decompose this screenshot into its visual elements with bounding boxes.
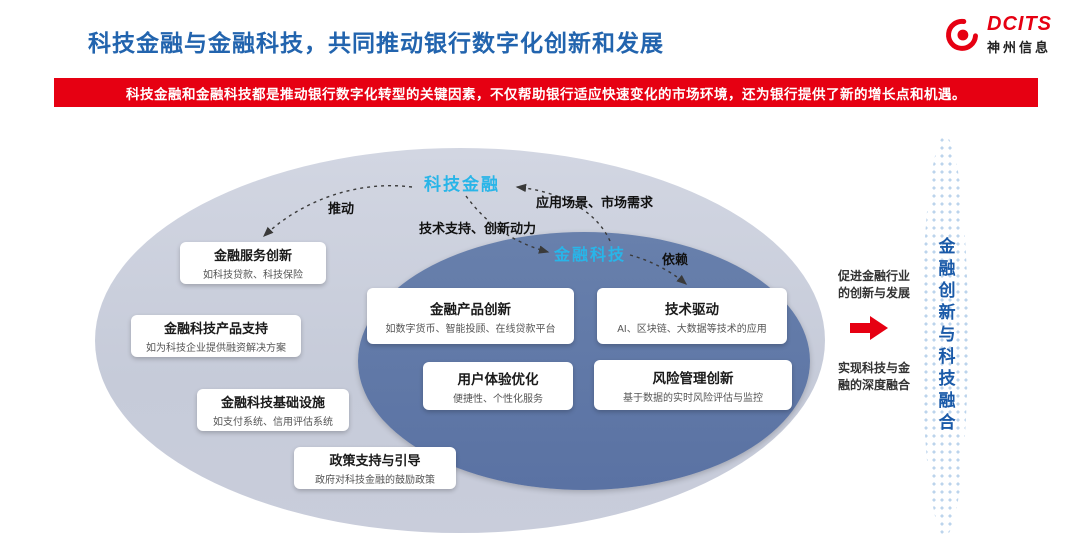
scenario-arrow-label: 应用场景、市场需求 (536, 195, 654, 210)
tech-finance-label: 科技金融 (424, 175, 500, 194)
outcome-text-top: 促进金融行业的创新与发展 (838, 269, 911, 300)
card-technology-driven: 技术驱动 AI、区块链、大数据等技术的应用 (597, 288, 787, 344)
card-desc: AI、区块链、大数据等技术的应用 (617, 323, 767, 335)
card-desc: 如数字货币、智能投顾、在线贷款平台 (385, 323, 556, 335)
card-desc: 如科技贷款、科技保险 (203, 270, 303, 281)
card-desc: 便捷性、个性化服务 (453, 393, 543, 405)
card-desc: 如支付系统、信用评估系统 (213, 417, 333, 428)
card-fintech-product-support: 金融科技产品支持 如为科技企业提供融资解决方案 (131, 315, 301, 357)
card-user-experience: 用户体验优化 便捷性、个性化服务 (423, 362, 573, 410)
logo-brand-text: DCITS (987, 13, 1052, 35)
card-policy-support: 政策支持与引导 政府对科技金融的鼓励政策 (294, 447, 456, 489)
depend-arrow-label: 依赖 (662, 252, 689, 267)
fintech-label: 金融科技 (554, 247, 627, 264)
vertical-title: 金融创新与科技融合 (935, 237, 955, 435)
outcome-text-bottom: 实现科技与金融的深度融合 (838, 361, 911, 392)
card-title: 用户体验优化 (457, 371, 539, 387)
card-title: 金融科技基础设施 (220, 395, 325, 410)
logo-company-name: 神州信息 (987, 40, 1052, 55)
card-risk-management: 风险管理创新 基于数据的实时风险评估与监控 (594, 360, 792, 410)
card-title: 金融产品创新 (430, 301, 511, 317)
promote-arrow-label: 推动 (328, 201, 355, 216)
card-financial-service-innovation: 金融服务创新 如科技贷款、科技保险 (180, 242, 326, 284)
card-financial-product-innovation: 金融产品创新 如数字货币、智能投顾、在线贷款平台 (367, 288, 574, 344)
page-title: 科技金融与金融科技，共同推动银行数字化创新和发展 (88, 30, 664, 56)
card-desc: 如为科技企业提供融资解决方案 (146, 343, 286, 354)
card-desc: 政府对科技金融的鼓励政策 (315, 475, 435, 486)
card-title: 金融服务创新 (213, 248, 292, 263)
summary-banner: 科技金融和金融科技都是推动银行数字化转型的关键因素，不仅帮助银行适应快速变化的市… (54, 78, 1038, 107)
card-desc: 基于数据的实时风险评估与监控 (623, 392, 763, 404)
card-title: 风险管理创新 (652, 370, 734, 386)
card-title: 金融科技产品支持 (163, 321, 268, 336)
support-arrow-label: 技术支持、创新动力 (419, 221, 537, 236)
card-fintech-infrastructure: 金融科技基础设施 如支付系统、信用评估系统 (197, 389, 349, 431)
card-title: 政策支持与引导 (329, 453, 421, 468)
dcits-logo: DCITS 神州信息 (944, 14, 1052, 56)
dcits-logo-icon (946, 18, 978, 51)
card-title: 技术驱动 (665, 301, 719, 317)
dot-pattern-band (922, 136, 968, 536)
red-arrow-icon (850, 316, 888, 340)
